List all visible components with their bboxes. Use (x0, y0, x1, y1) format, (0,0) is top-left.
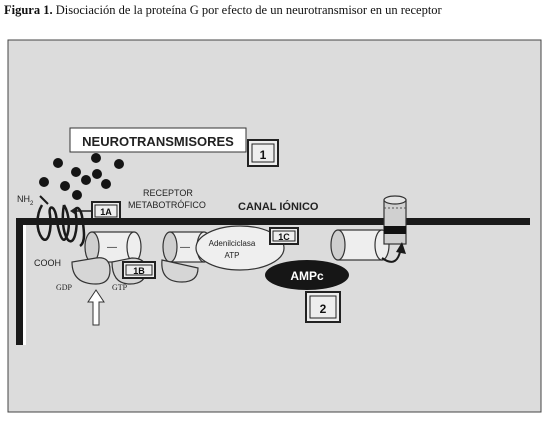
molecule-dot (91, 153, 101, 163)
caption-text: Disociación de la proteína G por efecto … (55, 3, 442, 17)
step-box-1c: 1C (269, 227, 299, 245)
step-box-1b: 1B (122, 261, 156, 279)
step-1-label: 1 (260, 148, 267, 162)
molecule-dot (114, 159, 124, 169)
cooh-label: COOH (34, 258, 61, 268)
step-box-1: 1 (247, 139, 279, 167)
molecule-dot (39, 177, 49, 187)
receptor-coil-right (61, 204, 86, 248)
receptor-label-line2: METABOTRÓFICO (128, 200, 206, 210)
ion-channel-label: CANAL IÓNICO (238, 200, 319, 213)
step-1c-label: 1C (278, 232, 290, 242)
gtp-label: GTP (112, 283, 128, 292)
step-1b-label: 1B (133, 266, 145, 276)
channel-activation-arrowhead (396, 242, 406, 254)
step-1a-label: 1A (100, 207, 112, 217)
channel-activation-arrow (381, 251, 401, 263)
molecule-dot (53, 158, 63, 168)
diagram-panel (7, 39, 542, 413)
active-alpha-minus-sign: — (180, 242, 190, 253)
molecule-dot (72, 190, 82, 200)
alpha-minus-sign: — (107, 242, 117, 253)
membrane-left-inner (23, 225, 26, 345)
active-alpha-lower (161, 259, 199, 283)
receptor-label-line1: RECEPTOR (143, 188, 193, 198)
effector-cylinder (330, 229, 390, 261)
step-box-1a: 1A (91, 201, 121, 221)
neurotransmitters-box: NEUROTRANSMISORES (69, 127, 247, 153)
nh2-label: NH2 (17, 194, 34, 207)
up-arrow-icon (87, 289, 105, 326)
atp-label: ATP (225, 251, 240, 260)
camp-label: AMPc (290, 269, 324, 283)
caption-label: Figura 1. (4, 3, 53, 17)
neurotransmitter-molecules (39, 153, 124, 200)
gdp-label: GDP (56, 283, 73, 292)
receptor-n-terminal (39, 195, 49, 205)
molecule-dot (92, 169, 102, 179)
step-box-2: 2 (305, 291, 341, 323)
adenylate-label: Adenilciclasa (209, 239, 256, 248)
molecule-dot (101, 179, 111, 189)
adenylate-cyclase: Adenilciclasa ATP (195, 225, 285, 271)
molecule-dot (71, 167, 81, 177)
g-protein-alpha: — (84, 231, 142, 263)
membrane-left-wall (16, 225, 23, 345)
molecule-dot (81, 175, 91, 185)
camp-molecule: AMPc (265, 260, 349, 290)
g-protein-beta (71, 257, 111, 285)
figure-caption: Figura 1. Disociación de la proteína G p… (4, 3, 550, 18)
cell-membrane (16, 218, 530, 225)
step-2-label: 2 (320, 302, 327, 316)
neurotransmitters-label: NEUROTRANSMISORES (82, 134, 234, 149)
molecule-dot (60, 181, 70, 191)
ion-channel (383, 195, 407, 245)
